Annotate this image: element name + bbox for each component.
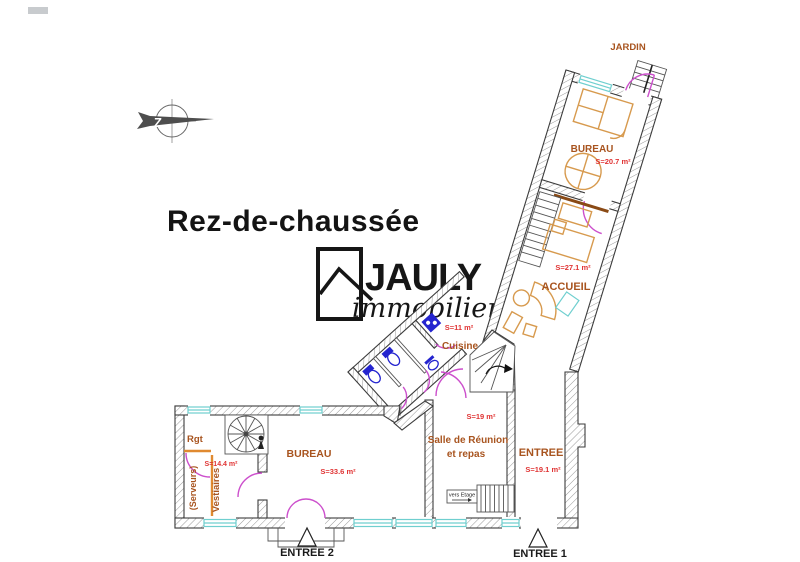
direction-arrow — [485, 365, 507, 375]
door-arc — [286, 498, 307, 519]
door-arc — [237, 472, 263, 498]
wall — [174, 405, 401, 416]
doors — [185, 368, 557, 529]
entrance-1-marker — [528, 527, 548, 548]
room-label-bureau-top: BUREAU — [571, 144, 614, 155]
garden-label: JARDIN — [610, 42, 646, 53]
door-arc — [185, 452, 211, 478]
room-area-rgt: S=14.4 m² — [205, 461, 239, 468]
room-label-cuisine: Cuisine — [442, 341, 479, 352]
desk — [541, 202, 596, 264]
room-area-bureau-top: S=20.7 m² — [595, 157, 631, 166]
logo-house-icon — [316, 247, 374, 321]
partition-lines — [184, 449, 214, 516]
room-label-salle-1: Salle de Réunion — [428, 435, 509, 446]
north-arrow-icon: Z — [137, 99, 214, 143]
wall — [257, 499, 268, 519]
partition-wall — [372, 355, 402, 388]
window — [578, 74, 613, 93]
agency-logo: JAULY immobilier — [316, 247, 502, 324]
windows — [187, 405, 520, 529]
room-label-salle-2: et repas — [447, 449, 486, 460]
room-label-vestiaires: Vestiaires — [211, 468, 222, 512]
interior-stairs — [518, 191, 562, 268]
room-label-accueil: ACCUEIL — [542, 281, 591, 293]
door-arc — [435, 368, 464, 397]
room-area-bureau-bottom: S=33.6 m² — [320, 467, 356, 476]
exterior-stairs — [628, 60, 668, 99]
door-arc — [400, 386, 408, 410]
sink-icon — [424, 355, 439, 371]
toilet-icon — [381, 346, 401, 367]
door-arc — [435, 343, 457, 349]
stove-icon — [421, 312, 442, 333]
reception-desk — [502, 281, 557, 339]
round-table — [564, 152, 602, 191]
wing-north — [481, 60, 668, 373]
entrance-arrow — [297, 526, 317, 547]
north-arrow-pointer — [137, 112, 214, 129]
desk — [572, 87, 634, 140]
wall — [424, 399, 434, 519]
room-area-entree: S=19.1 m² — [525, 465, 561, 474]
compass-letter: Z — [154, 115, 162, 130]
door-arc — [423, 369, 431, 393]
entrance-arrow — [528, 527, 548, 548]
entrance-1-label: ENTREE 1 — [513, 548, 567, 560]
person-icon — [258, 435, 264, 449]
wall — [564, 371, 586, 519]
room-label-entree: ENTREE — [519, 447, 564, 459]
room-area-cuisine: S=11 m² — [445, 323, 474, 332]
room-label-serveurs: (Serveurs) — [188, 466, 198, 511]
shelf — [553, 193, 609, 214]
partition-wall — [393, 337, 428, 374]
room-label-bureau-bottom: BUREAU — [287, 448, 332, 460]
winder-stairs — [469, 331, 516, 393]
window — [554, 291, 580, 317]
room-label-rgt: Rgt — [187, 434, 204, 445]
room-area-salle: S=19 m² — [467, 412, 496, 421]
spiral-stairs — [224, 414, 269, 455]
entrance-2-label: ENTREE 2 — [280, 547, 334, 559]
wall — [393, 400, 434, 431]
wall — [569, 95, 663, 373]
wing-sanitary — [347, 270, 468, 422]
door-arc — [624, 73, 655, 91]
stairs-label: vers Etage — [449, 493, 475, 499]
wall — [411, 319, 439, 349]
toilet-icon — [362, 363, 381, 384]
door-arc — [305, 498, 326, 519]
stairs-to-floor: vers Etage — [446, 484, 515, 513]
wall — [174, 405, 185, 529]
entrance-2-marker — [267, 526, 345, 548]
room-area-open-space: S=27.1 m² — [555, 263, 591, 272]
scan-artifact — [28, 7, 48, 14]
page-title: Rez-de-chaussée — [167, 205, 420, 238]
door-arc — [440, 371, 467, 399]
